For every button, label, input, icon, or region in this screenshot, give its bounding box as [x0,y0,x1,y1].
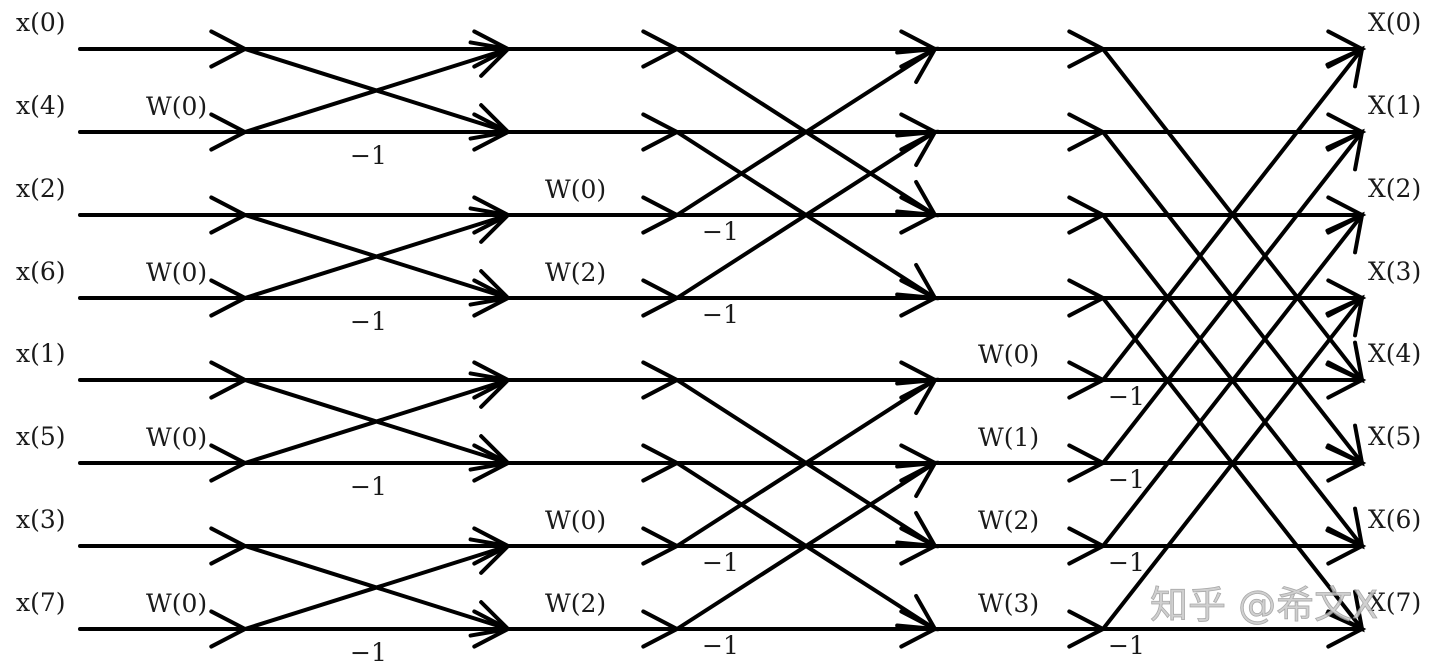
twiddle-label: W(1) [978,423,1039,452]
input-label: x(0) [16,8,66,37]
input-label: x(3) [16,505,66,534]
minus-one-label: −1 [350,472,387,501]
twiddle-label: W(0) [146,258,207,287]
twiddle-label: W(2) [545,258,606,287]
input-label: x(6) [16,257,66,286]
output-label: X(3) [1368,257,1421,286]
output-label: X(1) [1368,91,1421,120]
twiddle-label: W(0) [146,92,207,121]
butterfly-edges [78,29,1367,649]
butterfly-edge-cross [1101,130,1364,465]
twiddle-label: W(0) [146,423,207,452]
arrow-head-icon [1326,609,1367,649]
input-label: x(5) [16,422,66,451]
butterfly-edge-cross [243,213,510,300]
twiddle-label: W(2) [545,589,606,618]
minus-one-label: −1 [702,631,739,660]
output-label: X(6) [1368,505,1421,534]
twiddle-label: W(0) [545,175,606,204]
butterfly-edge-cross [243,378,510,465]
output-label: X(5) [1368,422,1421,451]
arrow-head-icon [1325,294,1365,338]
arrow-head-icon [1325,128,1365,172]
butterfly-edge-cross [675,461,937,631]
arrow-head-icon [1325,211,1365,255]
output-label: X(2) [1368,174,1421,203]
butterfly-edge-cross [1101,296,1364,631]
butterfly-edge-cross [243,544,510,631]
minus-one-label: −1 [702,300,739,329]
minus-one-label: −1 [702,548,739,577]
input-label: x(1) [16,339,66,368]
butterfly-edge-cross [1101,213,1364,548]
twiddle-label: W(0) [545,506,606,535]
minus-one-label: −1 [1108,548,1145,577]
input-label: x(2) [16,174,66,203]
minus-one-label: −1 [1108,631,1145,660]
twiddle-label: W(3) [978,589,1039,618]
twiddle-label: W(0) [978,340,1039,369]
arrow-head-icon [1326,360,1367,400]
minus-one-label: −1 [1108,382,1145,411]
butterfly-edge-cross [243,47,510,134]
minus-one-label: −1 [1108,465,1145,494]
minus-one-label: −1 [702,217,739,246]
output-label: X(7) [1368,588,1421,617]
twiddle-label: W(2) [978,506,1039,535]
minus-one-label: −1 [350,141,387,170]
butterfly-edge-cross [675,378,937,548]
output-label: X(0) [1368,8,1421,37]
minus-one-label: −1 [350,307,387,336]
butterfly-edge-cross [675,47,937,217]
output-label: X(4) [1368,339,1421,368]
twiddle-label: W(0) [146,589,207,618]
arrow-head-icon [1326,526,1367,566]
diagram-labels: W(0)W(0)W(0)W(0)−1−1−1−1W(0)W(2)W(0)W(2)… [16,8,1421,665]
minus-one-label: −1 [350,638,387,665]
butterfly-edge-cross [1101,47,1364,382]
arrow-head-icon [1325,45,1365,89]
butterfly-edge-cross [675,130,937,300]
watermark: 知乎 @希文X [1150,583,1378,627]
input-label: x(7) [16,588,66,617]
arrow-head-icon [1326,443,1367,483]
input-label: x(4) [16,91,66,120]
